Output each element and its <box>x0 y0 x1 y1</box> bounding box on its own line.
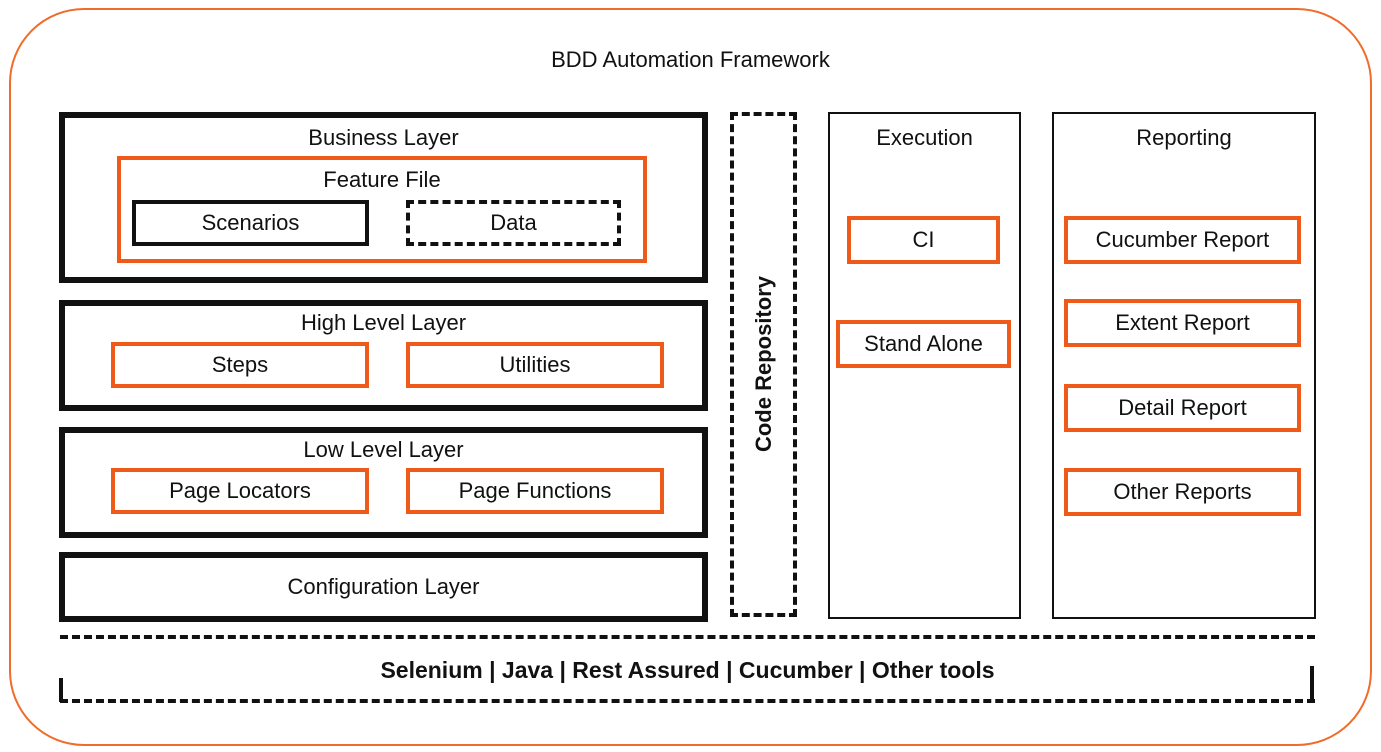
business-layer-box <box>59 112 708 283</box>
feature-file-box <box>117 156 647 263</box>
code-repository-label-wrap: Code Repository <box>730 112 797 617</box>
low-level-layer-label: Low Level Layer <box>303 437 464 462</box>
tools-left-edge <box>59 678 63 702</box>
cucumber-report-box: Cucumber Report <box>1064 216 1301 264</box>
stand-alone-box: Stand Alone <box>836 320 1011 368</box>
detail-report-box: Detail Report <box>1064 384 1301 432</box>
page-locators-box: Page Locators <box>111 468 369 514</box>
ci-box: CI <box>847 216 1000 264</box>
execution-box <box>828 112 1021 619</box>
other-reports-box: Other Reports <box>1064 468 1301 516</box>
data-box: Data <box>406 200 621 246</box>
steps-box: Steps <box>111 342 369 388</box>
diagram-title: BDD Automation Framework <box>551 47 830 72</box>
low-level-layer-box <box>59 427 708 538</box>
business-layer-label: Business Layer <box>308 125 459 150</box>
utilities-box: Utilities <box>406 342 664 388</box>
framework-frame <box>9 8 1372 746</box>
code-repository-label: Code Repository <box>750 276 776 453</box>
tools-right-edge <box>1310 666 1314 700</box>
page-functions-box: Page Functions <box>406 468 664 514</box>
feature-file-label: Feature File <box>323 167 441 192</box>
high-level-layer-label: High Level Layer <box>300 310 467 335</box>
code-repository-box <box>730 112 797 617</box>
reporting-box <box>1052 112 1316 619</box>
execution-label: Execution <box>876 125 973 150</box>
scenarios-box: Scenarios <box>132 200 369 246</box>
extent-report-box: Extent Report <box>1064 299 1301 347</box>
configuration-layer-box: Configuration Layer <box>59 552 708 622</box>
high-level-layer-box <box>59 300 708 411</box>
tools-label: Selenium | Java | Rest Assured | Cucumbe… <box>380 656 995 683</box>
reporting-label: Reporting <box>1136 125 1232 150</box>
tools-box <box>60 635 1315 703</box>
